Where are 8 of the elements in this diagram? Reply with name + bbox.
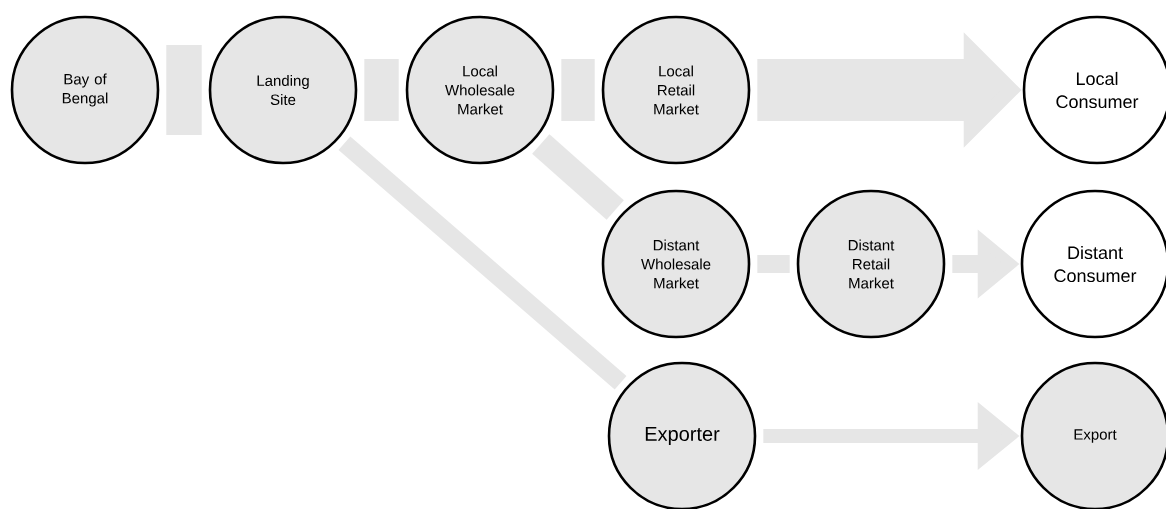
circle-node: Bay of Bengal bbox=[10, 15, 160, 165]
circle-node: Distant Retail Market bbox=[796, 189, 946, 339]
circle-node: Local Retail Market bbox=[601, 15, 751, 165]
circle-node: Export bbox=[1020, 361, 1166, 509]
circle-node: Distant Wholesale Market bbox=[601, 189, 751, 339]
circle-node: Exporter bbox=[607, 361, 757, 509]
circle-node: Landing Site bbox=[208, 15, 358, 165]
circle-node: Local Wholesale Market bbox=[405, 15, 555, 165]
